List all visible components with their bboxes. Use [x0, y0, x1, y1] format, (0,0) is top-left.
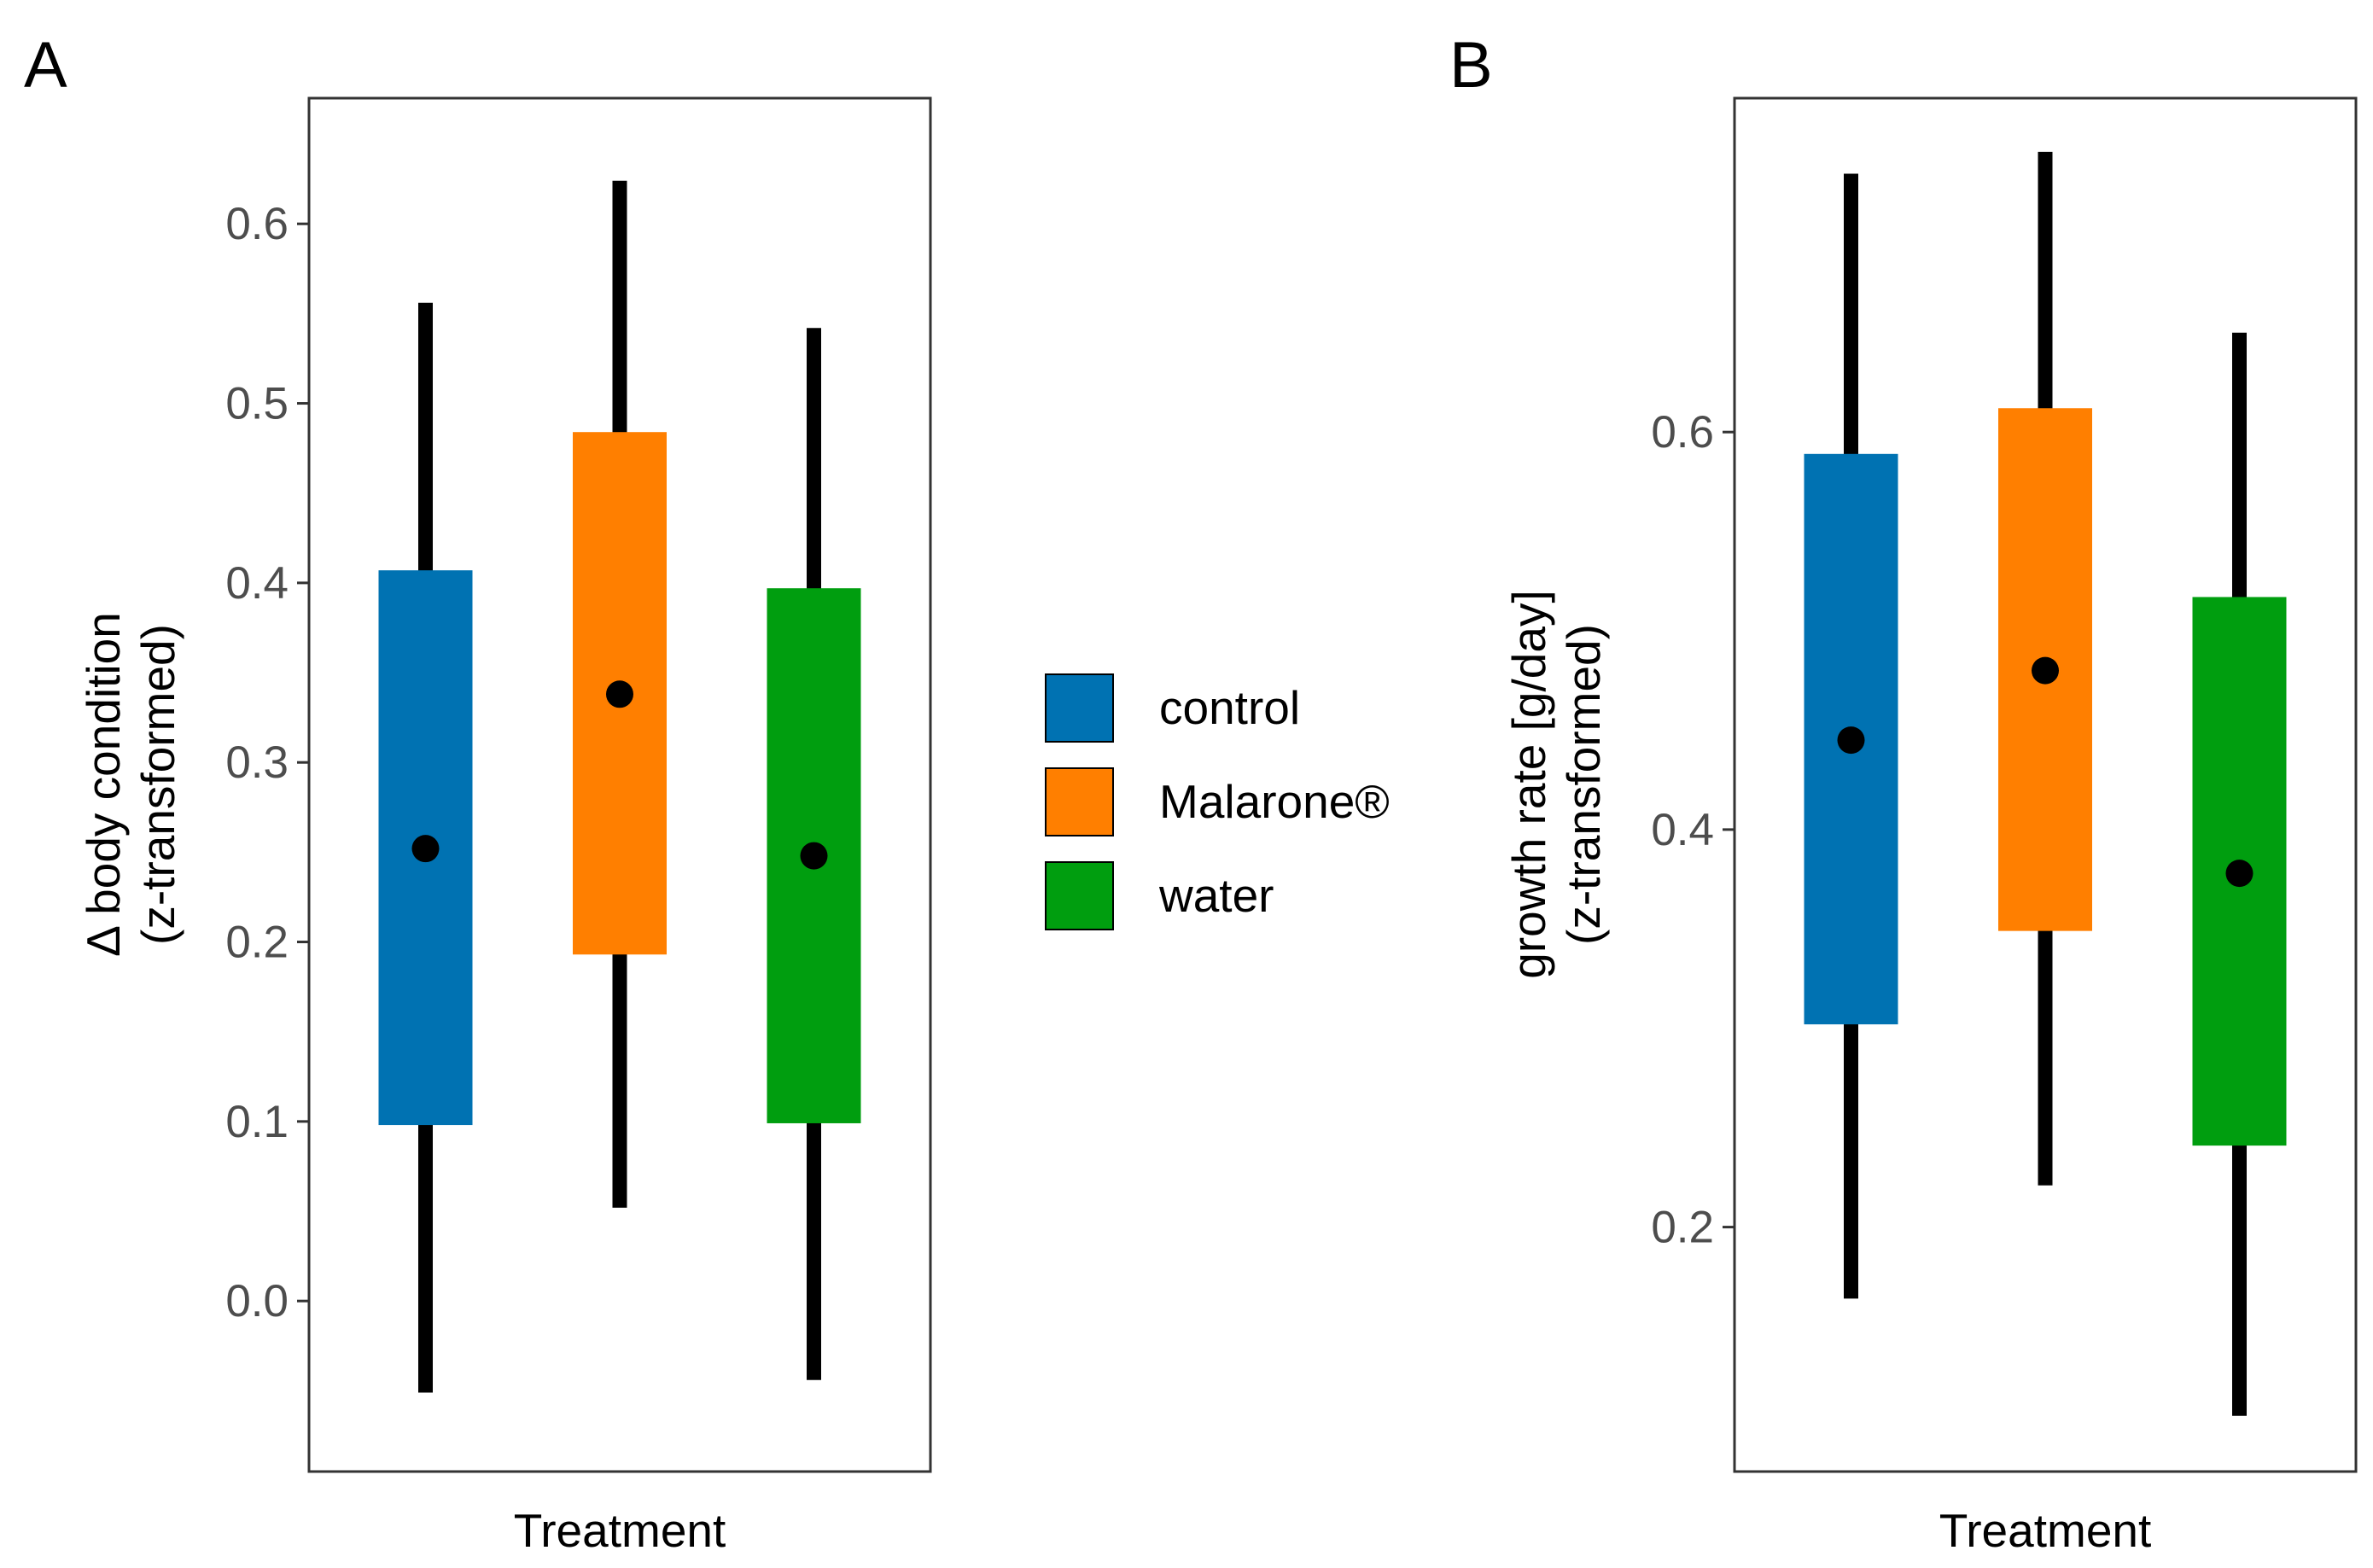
- panel-a-y-tick-label: 0.6: [225, 199, 289, 249]
- panel-a-y-axis-title-line-1: Δ body condition: [77, 612, 130, 957]
- legend-key-water: [1045, 861, 1114, 930]
- panel-a-y-axis-title-line-2: (z-transformed): [131, 624, 184, 945]
- panel-a-y-tick-label: 0.5: [225, 379, 289, 429]
- legend-label: water: [1158, 869, 1274, 922]
- panel-b-frame: [1733, 96, 2358, 1473]
- panel-a-y-tick-label: 0.3: [225, 737, 289, 788]
- panel-b-y-tick-label: 0.2: [1651, 1203, 1714, 1253]
- panel-a-y-tick-label: 0.4: [225, 558, 289, 609]
- panel-a-y-tick-label: 0.2: [225, 918, 289, 968]
- panel-b-y-tick-label: 0.6: [1651, 407, 1714, 458]
- panel-b: B 0.2 0.4 0.6 Treatment growth rate [g/day…: [1449, 29, 2358, 1557]
- panel-a: A 0.0 0.1 0.2 0.3 0.4 0.5 0.6 Treatment Δ body…: [24, 29, 932, 1557]
- legend-key-malarone: [1045, 767, 1114, 836]
- panel-a-marks: [378, 180, 861, 1393]
- panel-a-y-tick-label: 0.1: [225, 1097, 289, 1147]
- panel-b-mean-point-malarone: [2032, 656, 2059, 685]
- panel-a-x-axis-title: Treatment: [514, 1504, 726, 1557]
- panel-b-y-axis-title: growth rate [g/day] (z-transformed): [1502, 590, 1610, 979]
- panel-b-mean-point-control: [1837, 726, 1865, 755]
- panel-b-y-axis-title-line-1: growth rate [g/day]: [1502, 590, 1555, 979]
- legend-label: Malarone®: [1159, 775, 1390, 828]
- panel-a-mean-point-malarone: [606, 680, 633, 708]
- panel-a-letter: A: [24, 29, 67, 102]
- panel-b-y-axis: 0.2 0.4 0.6: [1651, 407, 1735, 1253]
- panel-a-y-axis-title: Δ body condition (z-transformed): [77, 612, 184, 957]
- panel-a-mean-point-control: [411, 835, 440, 863]
- panel-b-y-tick-label: 0.4: [1651, 805, 1714, 855]
- panel-a-mean-point-water: [800, 842, 828, 870]
- legend-key-control: [1045, 673, 1114, 743]
- panel-b-marks: [1804, 151, 2287, 1416]
- panel-b-mean-point-water: [2225, 860, 2253, 888]
- panel-a-frame: [307, 96, 932, 1473]
- panel-b-x-axis-title: Treatment: [1939, 1504, 2152, 1557]
- panel-a-y-axis: 0.0 0.1 0.2 0.3 0.4 0.5 0.6: [225, 199, 309, 1326]
- legend-label: control: [1159, 681, 1300, 734]
- panel-a-y-tick-label: 0.0: [225, 1276, 289, 1326]
- panel-b-y-axis-title-line-2: (z-transformed): [1557, 624, 1610, 945]
- panel-b-letter: B: [1449, 29, 1493, 102]
